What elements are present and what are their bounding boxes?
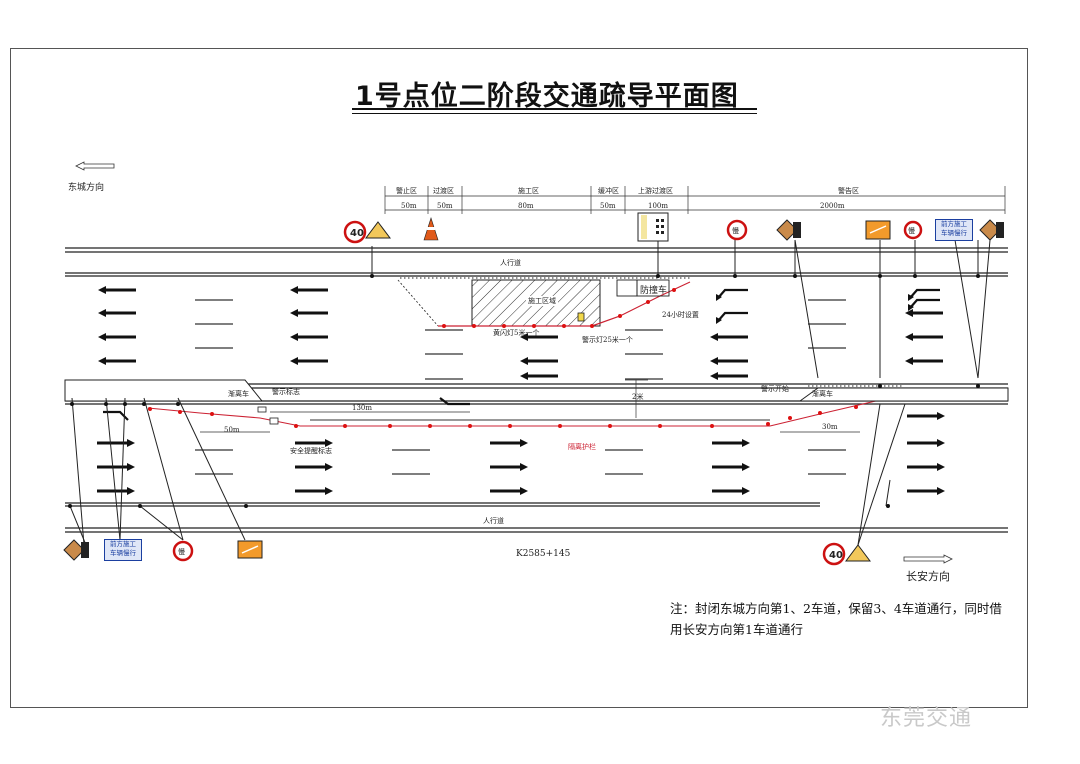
sign-poles-bottom [69, 397, 246, 546]
work-area-label: 施工区域 [526, 296, 558, 306]
sidewalk-top-label: 人行道 [500, 259, 521, 267]
traffic-cone-sign [423, 217, 439, 241]
bend-arrow-heads [716, 294, 914, 324]
cone-spacing-label: 黄闪灯5米一个 [493, 329, 540, 337]
notice-sign-bottom: 前方施工 车辆慢行 [104, 539, 142, 561]
guide-note-label: 安全提醒标志 [290, 447, 332, 455]
construction-sign-bottom [845, 544, 871, 562]
speed-limit-sign-top [343, 220, 367, 244]
sidewalk-bottom-label: 人行道 [483, 517, 504, 525]
speed-limit-value-top: 40 [350, 228, 364, 239]
dist-130-label: 130m [352, 404, 372, 412]
left-direction-label: 东城方向 [68, 183, 105, 193]
diamond-sign-top-1 [776, 219, 801, 241]
notice-sign-top: 前方施工 车辆慢行 [935, 219, 973, 241]
drawing-frame [10, 48, 1028, 708]
upper-cones [442, 288, 676, 328]
sign-poles-top [371, 239, 991, 546]
left-lane-arrows [98, 286, 943, 380]
cone-start-label: 警示标志 [272, 388, 300, 396]
zone-label-0: 警止区 [396, 187, 417, 195]
crash-truck-label: 防撞车 [640, 286, 668, 296]
crash-truck [616, 279, 670, 297]
right-direction-arrow [903, 554, 953, 564]
arrow-board-top [637, 212, 669, 242]
bend-arrow-lower [103, 410, 129, 421]
watermark: 东莞交通 [880, 706, 973, 731]
median-notch [64, 379, 1009, 402]
left-direction-arrow [75, 161, 115, 171]
right-lane-arrows [97, 412, 945, 495]
speed-limit-value-bottom: 40 [829, 550, 843, 561]
merge-left-label: 渐离车 [228, 390, 249, 398]
construction-sign-top [365, 221, 391, 239]
right-direction-label: 长安方向 [906, 570, 950, 583]
no-overtake-sign-top [726, 219, 748, 241]
upper-lane-dashes [195, 299, 846, 380]
dimension-lines [200, 379, 860, 433]
zone-length-2: 80m [518, 202, 534, 210]
cone-end-label: 警示开始 [761, 385, 789, 393]
zone-length-1: 50m [437, 202, 453, 210]
bump-sign-text-top-2: 慢 [908, 227, 915, 235]
zone-label-5: 警告区 [838, 187, 859, 195]
dist-2-label: 2米 [632, 393, 644, 401]
sign-pole-dots [68, 274, 980, 508]
diamond-sign-top-2 [979, 219, 1004, 241]
kerb-dots [400, 277, 904, 387]
bump-sign-text-top: 慢 [732, 227, 739, 235]
title-underline [352, 108, 757, 114]
zone-dimension-bar [384, 186, 1006, 214]
lane-closed-sign-top [865, 220, 891, 240]
warning-24h-label: 24小时设置 [662, 311, 699, 319]
zone-label-3: 缓冲区 [598, 187, 619, 195]
bump-sign-text-bottom: 慢 [178, 548, 185, 556]
warning-spacing-label: 警示灯25米一个 [582, 336, 633, 344]
zone-length-4: 100m [648, 202, 668, 210]
stake-label: K2585+145 [516, 549, 571, 559]
no-overtake-sign-bottom [172, 540, 194, 562]
merge-right-label: 渐离车 [812, 390, 833, 398]
bend-arrows-upper [439, 288, 940, 406]
diamond-sign-bottom [63, 539, 89, 561]
zone-label-1: 过渡区 [433, 187, 454, 195]
zone-length-0: 50m [401, 202, 417, 210]
lane-closed-sign-bottom [237, 540, 263, 559]
dist-30-label: 30m [822, 423, 838, 431]
lower-cone-line [147, 399, 881, 427]
lower-cones [148, 405, 858, 428]
zone-length-5: 2000m [820, 202, 845, 210]
barrier-markers [257, 312, 585, 425]
page-title: 1号点位二阶段交通疏导平面图 [355, 81, 739, 112]
no-overtake-sign-top-2 [903, 220, 923, 240]
speed-limit-sign-bottom [822, 542, 846, 566]
median-barrier-label: 隔离护栏 [568, 443, 596, 451]
upper-taper [397, 279, 439, 327]
zone-length-3: 50m [600, 202, 616, 210]
note-text: 注：封闭东城方向第1、2车道，保留3、4车道通行，同时借用长安方向第1车道通行 [670, 601, 1002, 637]
zone-label-2: 施工区 [518, 187, 539, 195]
dist-50-label: 50m [224, 426, 240, 434]
zone-label-4: 上游过渡区 [638, 187, 673, 195]
